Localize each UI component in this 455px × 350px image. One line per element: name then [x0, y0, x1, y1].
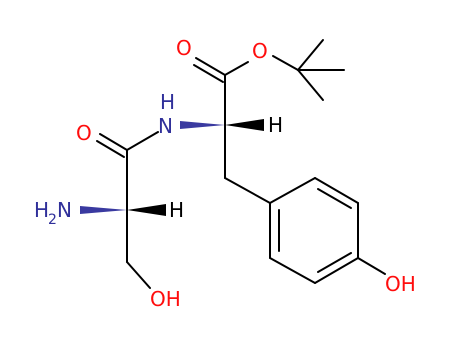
bond-ch2-ring — [224, 177, 271, 204]
ring-inner-3 — [317, 252, 352, 273]
atom-tyr-alpha-h: H — [268, 113, 283, 137]
bond-c-oester — [224, 61, 249, 76]
wedge-nh2-calpha2 — [80, 206, 127, 214]
atom-amide-h: H — [160, 90, 175, 114]
bond-oester-cq — [272, 55, 299, 71]
bond-amide-co-1 — [99, 133, 128, 151]
atom-phenol-oh: OH — [385, 272, 416, 296]
bond-ester-co-1 — [195, 57, 226, 76]
atom-amine-sub: 2 — [48, 212, 57, 228]
atom-serine-oh: OH — [150, 287, 181, 311]
bond-amide-co-2 — [96, 140, 125, 158]
bond-ester-co-2 — [193, 64, 224, 83]
atom-amine-h: H — [34, 198, 49, 222]
atom-ester-o: O — [252, 39, 268, 63]
bond-tbu-me3 — [297, 69, 324, 101]
atom-ser-alpha-h: H — [169, 198, 184, 222]
wedge-calpha2-h — [127, 204, 166, 216]
wedge-calpha-h — [225, 119, 264, 131]
bond-n-camide — [126, 131, 159, 151]
bond-ch2-oh — [126, 261, 151, 289]
ring-bond-4 — [314, 257, 359, 284]
atom-amine-n: N — [57, 198, 72, 222]
ring-bond-5 — [269, 257, 316, 284]
bond-tbu-me1 — [297, 39, 324, 71]
atom-amide-o: O — [76, 121, 92, 145]
atom-ester-carbonyl-o: O — [176, 36, 192, 60]
ring-bond-2 — [314, 177, 359, 204]
ring-bond-1 — [269, 177, 316, 204]
ring-inner-2 — [317, 188, 352, 209]
wedge-n-calpha — [180, 121, 225, 129]
atom-amide-n: N — [158, 114, 173, 138]
bond-ring-oh — [357, 257, 386, 275]
